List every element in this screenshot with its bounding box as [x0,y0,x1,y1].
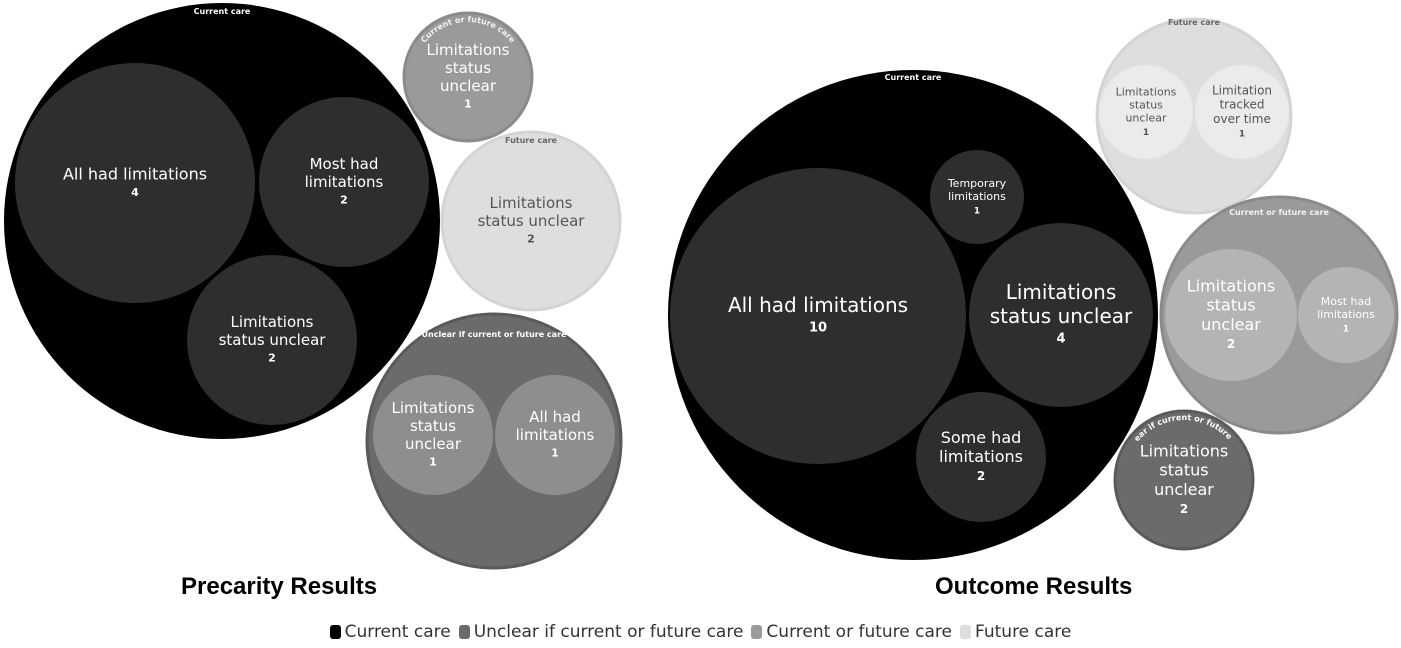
bubble-count: 4 [1056,331,1065,346]
inner-bubble-some-had-limitations [916,392,1046,522]
bubble-group-unclear-if-current-or-future-care: Unclear if current or future careLimitat… [365,312,623,570]
group-title: Current care [194,7,251,16]
bubble-count: 2 [527,233,535,246]
legend-swatch-unclear [458,625,470,639]
bubble-label: All had limitations [728,293,908,317]
group-title: Future care [505,136,558,145]
bubble-label: All had limitations [63,164,207,183]
group-title: Current care [885,73,942,82]
legend-label: Unclear if current or future care [473,622,744,642]
inner-bubble-limitations-status-unclear [969,223,1153,407]
inner-bubble-all-had-limitations [670,168,966,464]
inner-bubble-most-had-limitations [259,97,429,267]
legend-swatch-current [329,625,341,639]
bubble-count: 10 [809,320,827,335]
bubble-count: 2 [977,469,985,483]
legend-swatch-current-or-future [751,625,763,639]
inner-bubble-all-had-limitations [495,375,615,495]
inner-bubble-most-had-limitations [1298,267,1394,363]
bubble-count: 2 [1227,337,1235,351]
bubble-count: 1 [551,447,559,460]
legend-item-future: Future care [960,622,1071,642]
bubble-count: 1 [464,98,472,111]
outcome-results-title: Outcome Results [935,573,1133,600]
inner-bubble-temporary-limitations [930,150,1024,244]
inner-bubble-limitations-status-unclear [1165,249,1297,381]
bubble-count: 2 [1180,502,1188,516]
legend-label: Current or future care [766,622,952,642]
outer-bubble-future-care [440,130,622,312]
legend-swatch-future [960,625,971,639]
inner-bubble-limitations-status-unclear [187,255,357,425]
bubble-count: 4 [131,186,139,199]
group-title: Future care [1168,18,1221,27]
group-title: Unclear if current or future care [422,330,567,339]
bubble-count: 2 [268,352,276,365]
legend-item-current-or-future: Current or future care [751,622,952,642]
group-title: Current or future care [1229,208,1329,217]
bubble-count: 2 [340,194,348,207]
inner-bubble-limitations-status-unclear [1099,65,1193,159]
legend-label: Future care [975,622,1072,642]
outer-bubble-current-or-future-care [402,11,534,143]
bubble-count: 1 [1143,128,1149,138]
inner-bubble-limitation-tracked-over-time [1195,65,1289,159]
legend-label: Current care [344,622,451,642]
legend-item-current: Current care [329,622,451,642]
precarity-results-title: Precarity Results [181,573,378,600]
legend: Current care Unclear if current or futur… [0,622,1401,642]
bubble-count: 1 [1343,325,1349,335]
bubble-count: 1 [429,456,437,469]
bubble-count: 1 [1239,130,1245,140]
inner-bubble-limitations-status-unclear [373,375,493,495]
outer-bubble-unclear-if-current-or-future-care [1113,409,1255,551]
bubble-count: 1 [974,207,980,217]
legend-item-unclear: Unclear if current or future care [458,622,744,642]
inner-bubble-all-had-limitations [15,63,255,303]
